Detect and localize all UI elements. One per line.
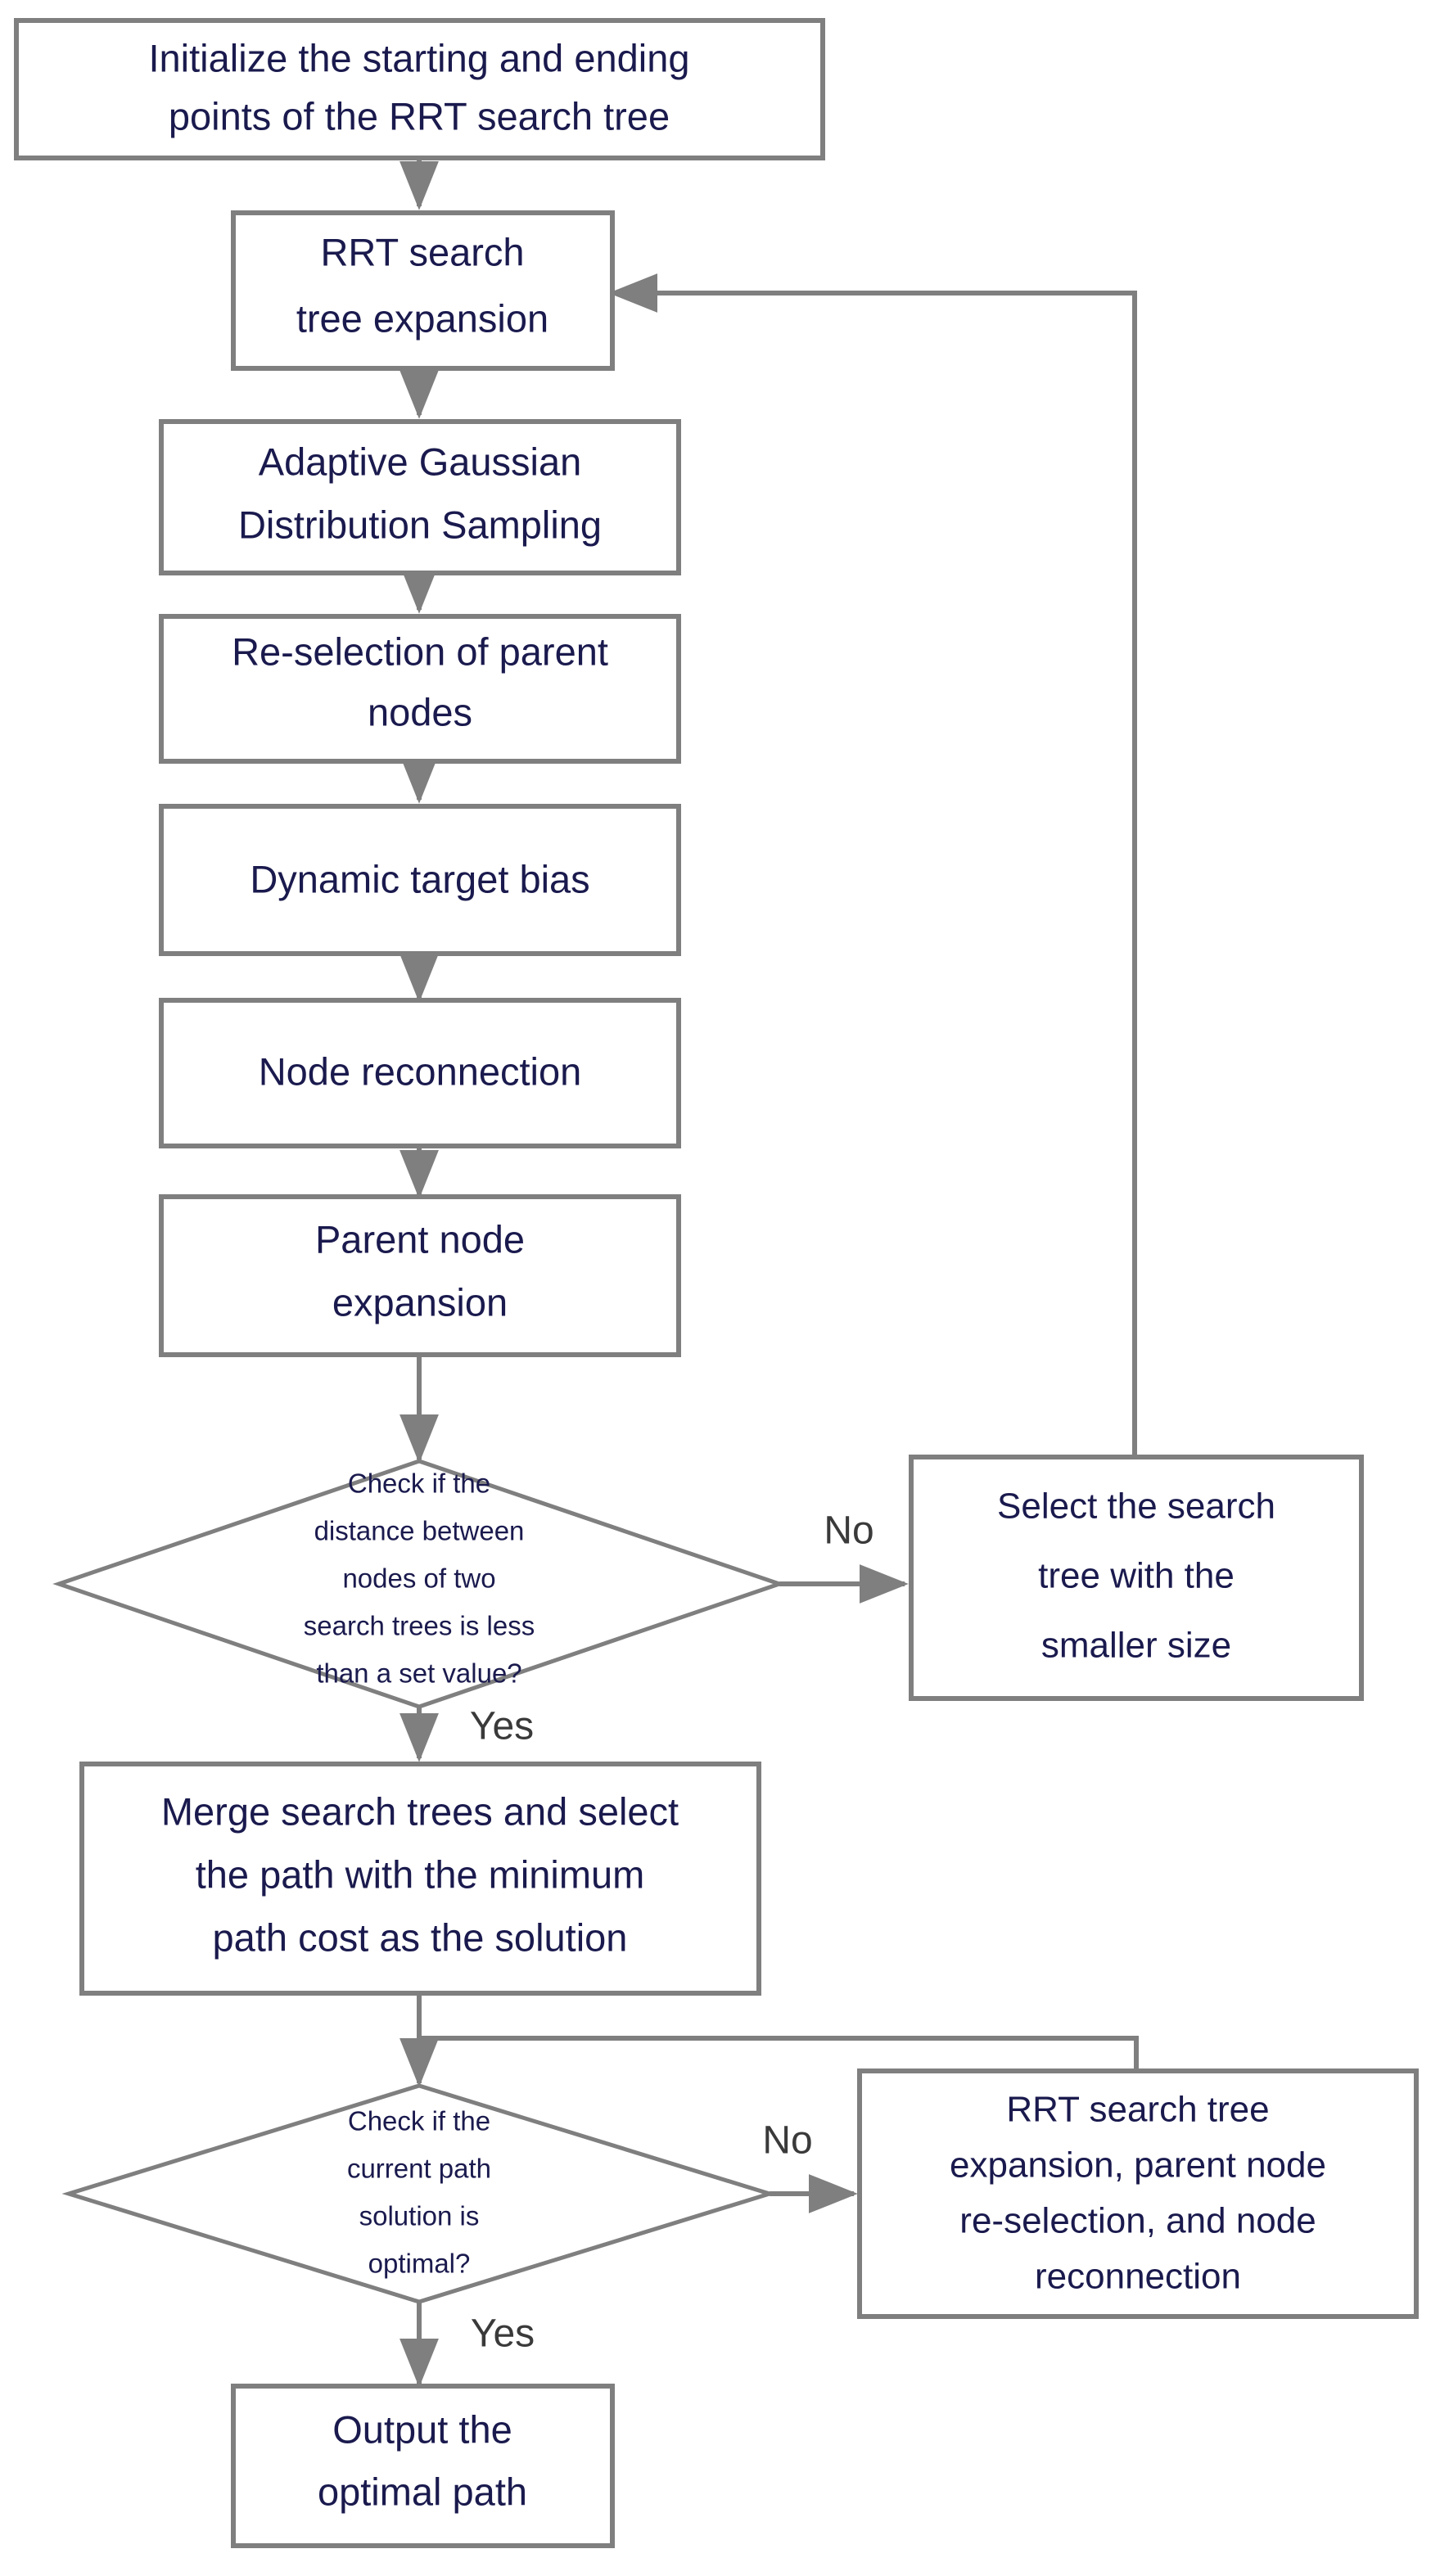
- node-check2-line-2: solution is: [359, 2201, 480, 2231]
- node-expand[interactable]: RRT search tree expansion: [231, 210, 615, 371]
- node-check1-shape[interactable]: [52, 1459, 786, 1709]
- node-smaller-shape[interactable]: [909, 1455, 1364, 1701]
- node-sampling[interactable]: Adaptive Gaussian Distribution Sampling: [159, 419, 681, 575]
- node-init-line-0: Initialize the starting and ending: [148, 36, 689, 79]
- node-parentexp-line-0: Parent node: [315, 1217, 525, 1261]
- node-refine-line-1: expansion, parent node: [950, 2145, 1326, 2186]
- node-parentexp-line-1: expansion: [332, 1280, 508, 1324]
- node-refine-line-0: RRT search tree: [1006, 2090, 1269, 2130]
- node-smaller-line-2: smaller size: [1041, 1626, 1231, 1666]
- node-merge-line-2: path cost as the solution: [213, 1915, 628, 1959]
- edge-label-no-2: No: [762, 2119, 812, 2163]
- node-reselect[interactable]: Re-selection of parent nodes: [159, 614, 681, 764]
- node-parentexp-shape[interactable]: [159, 1194, 681, 1357]
- node-merge-shape[interactable]: [79, 1762, 761, 1996]
- node-init-line-1: points of the RRT search tree: [169, 94, 670, 138]
- node-check2-line-3: optimal?: [368, 2249, 471, 2279]
- node-reselect-line-1: nodes: [368, 690, 472, 733]
- node-parentexp[interactable]: Parent node expansion: [159, 1194, 681, 1357]
- node-check2-line-0: Check if the: [348, 2106, 490, 2136]
- node-expand-line-1: tree expansion: [296, 296, 548, 340]
- node-expand-line-0: RRT search: [320, 230, 524, 273]
- node-check2-line-1: current path: [347, 2154, 491, 2184]
- edge-label-yes-2: Yes: [471, 2312, 535, 2356]
- node-smaller-line-0: Select the search: [997, 1487, 1275, 1527]
- node-check1-line-1: distance between: [314, 1516, 525, 1546]
- node-output-line-0: Output the: [332, 2407, 512, 2451]
- node-sampling-shape[interactable]: [159, 419, 681, 575]
- node-init[interactable]: Initialize the starting and ending point…: [14, 18, 825, 160]
- node-sampling-line-1: Distribution Sampling: [238, 503, 602, 546]
- connectors: [399, 158, 1139, 2388]
- node-check1[interactable]: Check if the distance between nodes of t…: [52, 1459, 786, 1709]
- node-reconnect-shape[interactable]: [159, 998, 681, 1148]
- edge-labels: No Yes No Yes: [470, 1509, 874, 2356]
- node-check2[interactable]: Check if the current path solution is op…: [61, 2083, 777, 2304]
- node-sampling-line-0: Adaptive Gaussian: [259, 440, 582, 483]
- node-check2-shape[interactable]: [61, 2083, 777, 2304]
- edge-merge-to-refine-branch: [419, 2036, 1139, 2073]
- node-bias-line-0: Dynamic target bias: [250, 857, 589, 900]
- node-output[interactable]: Output the optimal path: [231, 2384, 615, 2548]
- edge-smaller-to-expand-feedback: [608, 273, 1137, 1457]
- node-check1-line-3: search trees is less: [304, 1611, 535, 1641]
- node-expand-shape[interactable]: [231, 210, 615, 371]
- node-merge-line-0: Merge search trees and select: [161, 1789, 679, 1833]
- node-merge-line-1: the path with the minimum: [196, 1852, 645, 1896]
- node-check1-line-2: nodes of two: [342, 1563, 495, 1594]
- node-init-shape[interactable]: [14, 18, 825, 160]
- node-output-shape[interactable]: [231, 2384, 615, 2548]
- node-reconnect[interactable]: Node reconnection: [159, 998, 681, 1148]
- edge-label-yes-1: Yes: [470, 1705, 534, 1748]
- node-smaller-line-1: tree with the: [1038, 1556, 1235, 1596]
- node-bias[interactable]: Dynamic target bias: [159, 804, 681, 956]
- node-reconnect-line-0: Node reconnection: [259, 1049, 582, 1093]
- node-reselect-line-0: Re-selection of parent: [232, 629, 608, 673]
- node-bias-shape[interactable]: [159, 804, 681, 956]
- edge-label-no-1: No: [824, 1509, 873, 1553]
- node-refine-shape[interactable]: [857, 2068, 1419, 2319]
- node-refine-line-2: re-selection, and node: [959, 2201, 1316, 2241]
- node-refine[interactable]: RRT search tree expansion, parent node r…: [857, 2068, 1419, 2319]
- node-output-line-1: optimal path: [318, 2470, 527, 2513]
- node-check1-line-0: Check if the: [348, 1468, 490, 1499]
- node-merge[interactable]: Merge search trees and select the path w…: [79, 1762, 761, 1996]
- node-check1-line-4: than a set value?: [316, 1658, 521, 1689]
- node-smaller[interactable]: Select the search tree with the smaller …: [909, 1455, 1364, 1701]
- node-refine-line-3: reconnection: [1035, 2257, 1241, 2297]
- node-reselect-shape[interactable]: [159, 614, 681, 764]
